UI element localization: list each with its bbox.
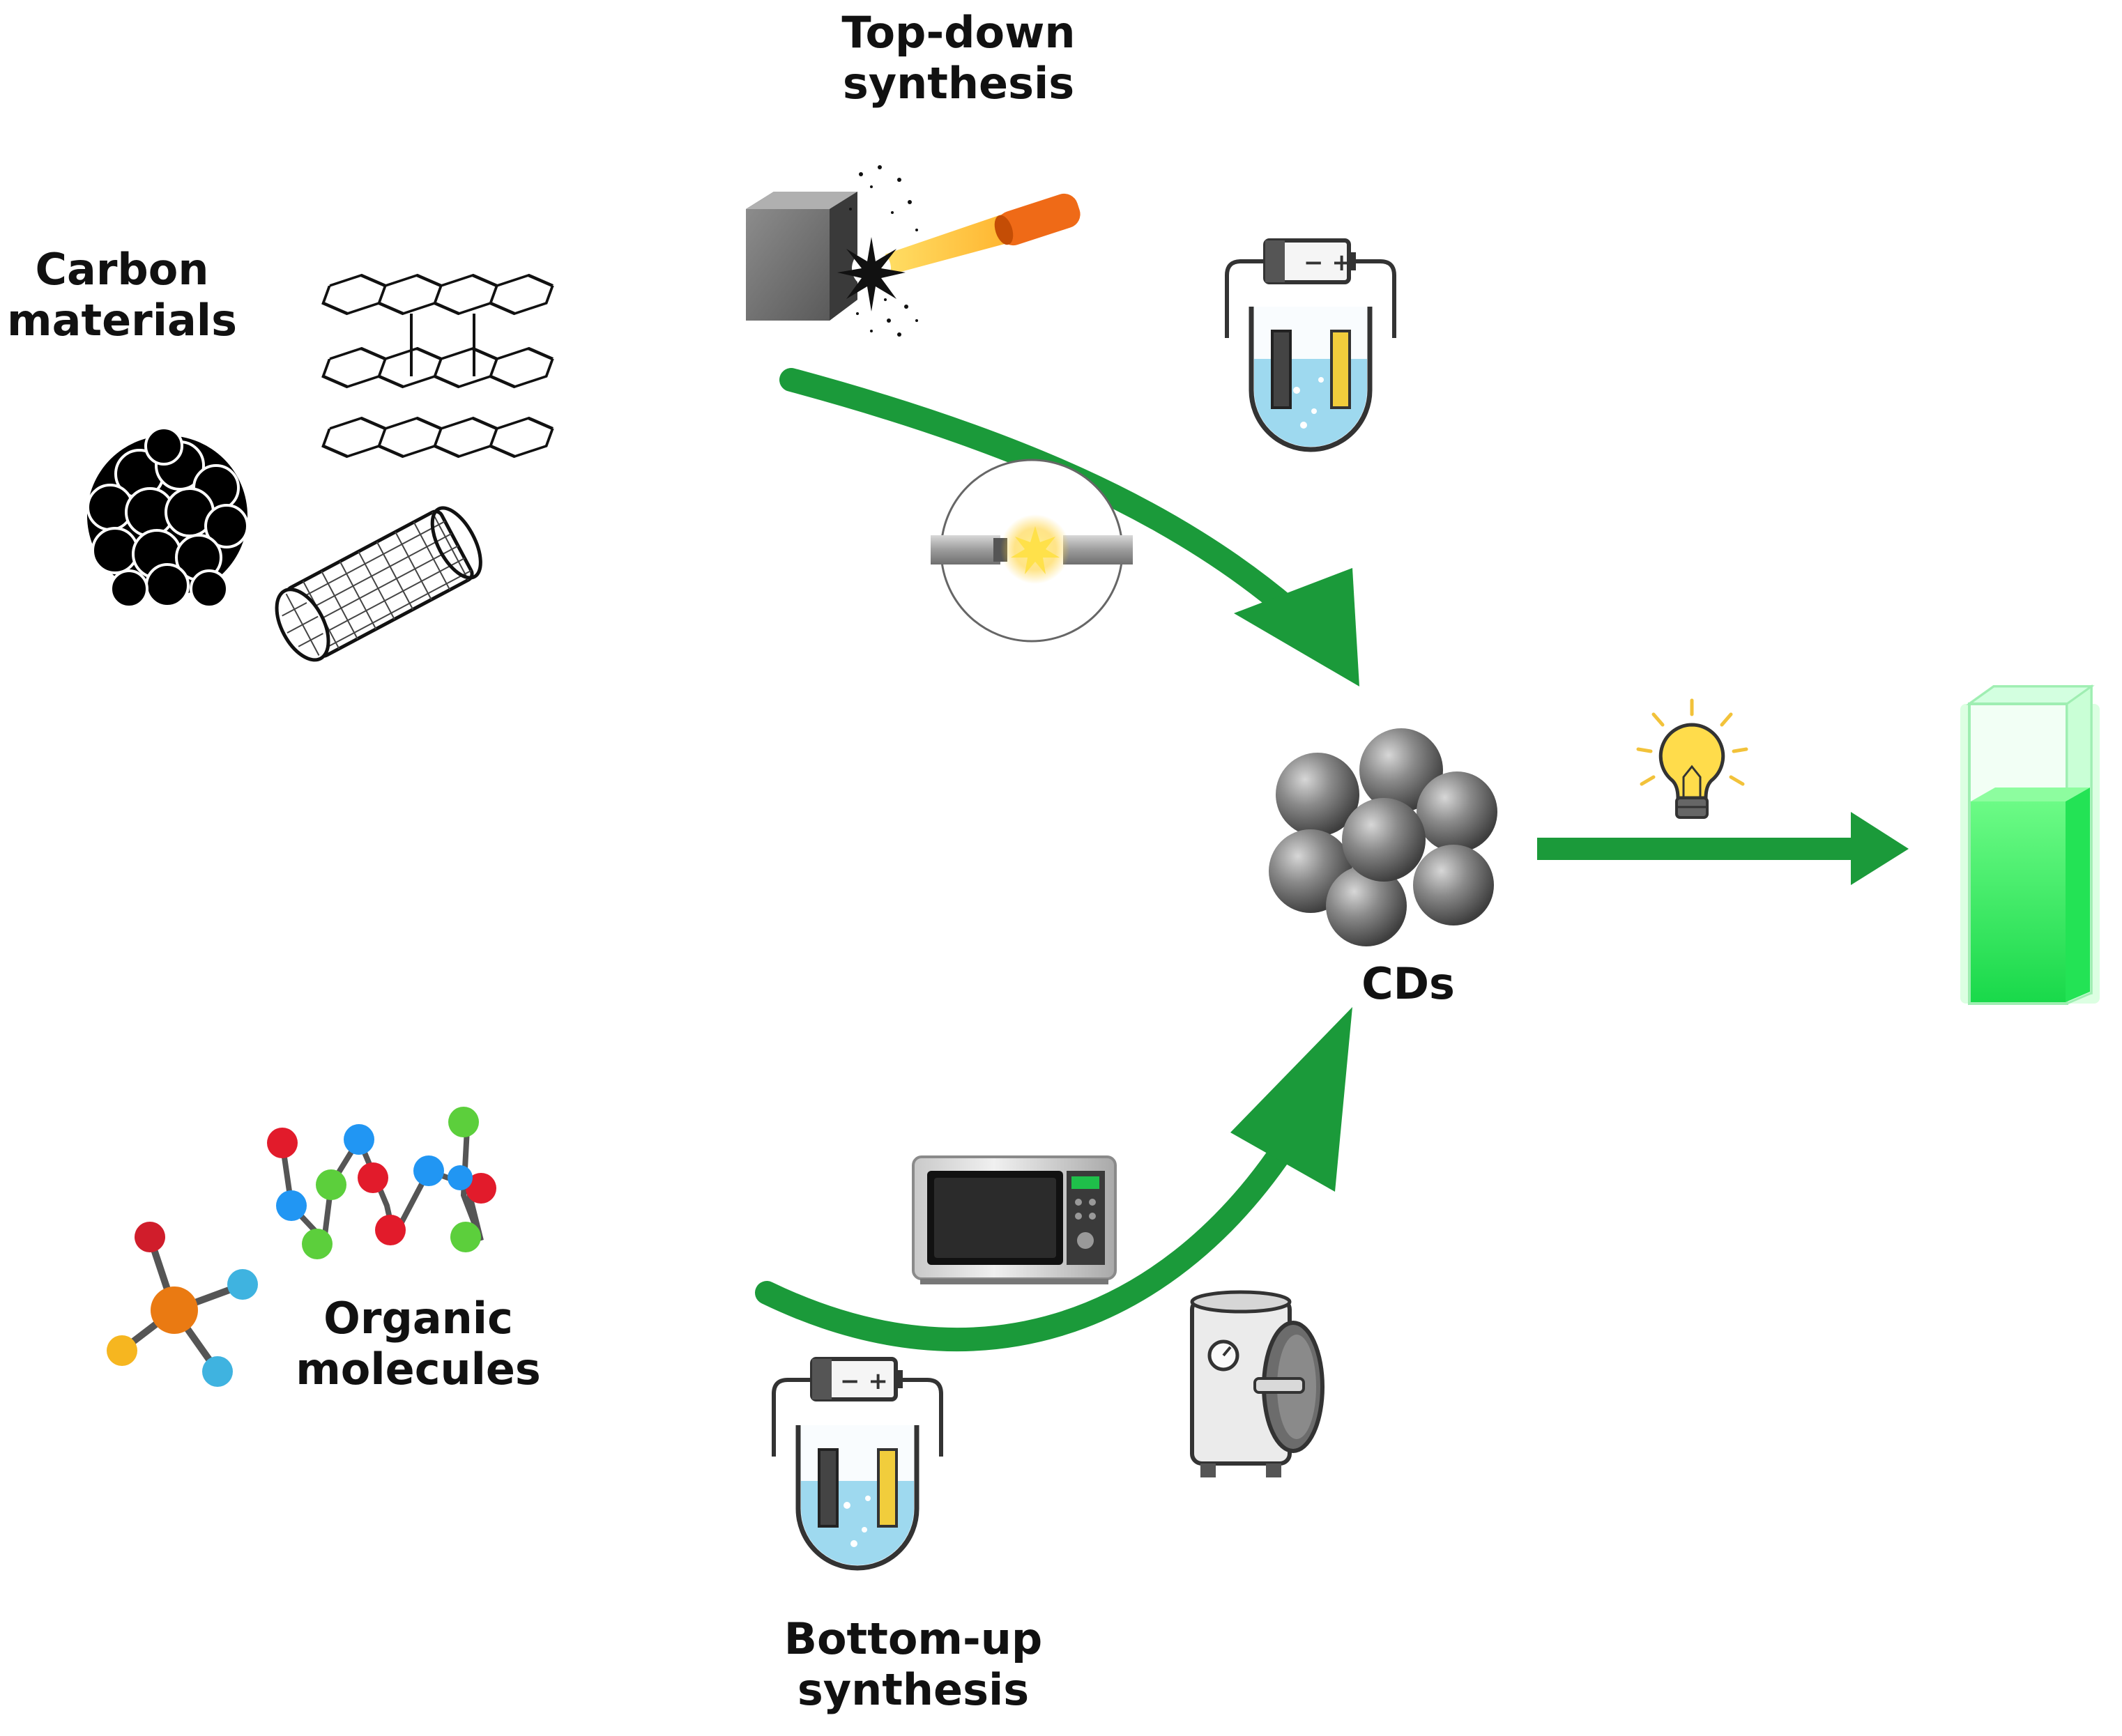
svg-text:− +: − + — [840, 1367, 888, 1395]
arc-discharge-icon — [931, 459, 1133, 643]
microwave-icon — [912, 1155, 1117, 1284]
graphite-layers-icon — [321, 273, 554, 459]
bottom-up-synthesis-label: Bottom-up synthesis — [784, 1613, 1043, 1716]
carbon-dots-cluster-icon — [1269, 728, 1497, 946]
molecule-icon — [107, 1222, 258, 1387]
fluorescent-cuvette-icon — [1960, 684, 2100, 1006]
electrochemical-cell-icon: − + — [1225, 238, 1396, 452]
bottom-up-arrow — [755, 1007, 1352, 1352]
organic-molecules-label: Organic molecules — [296, 1293, 541, 1395]
light-bulb-icon — [1636, 698, 1748, 819]
cds-label: CDs — [1361, 958, 1455, 1009]
autoclave-icon — [1190, 1290, 1325, 1477]
laser-ablation-icon — [746, 165, 1081, 337]
svg-text:− +: − + — [1304, 249, 1352, 277]
output-arrow — [1537, 812, 1909, 885]
carbon-nanotube-icon — [275, 506, 482, 662]
polymer-chain-icon — [267, 1107, 496, 1259]
top-down-synthesis-label: Top-down synthesis — [841, 7, 1076, 109]
electrochemical-cell-icon: − + — [772, 1357, 943, 1571]
fullerene-icon — [86, 427, 249, 608]
carbon-materials-label: Carbon materials — [7, 244, 237, 346]
